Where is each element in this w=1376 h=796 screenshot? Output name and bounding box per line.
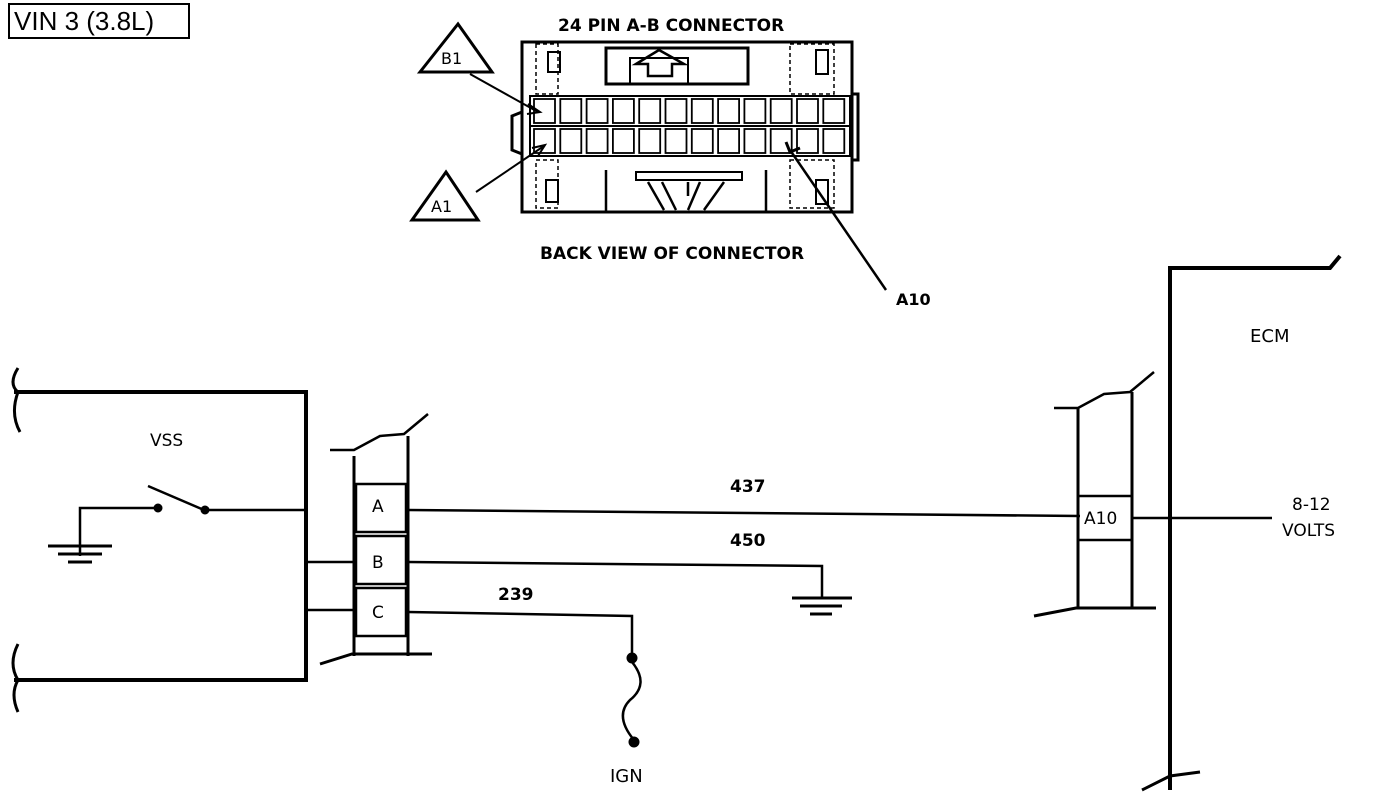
pin-cavity: [796, 128, 819, 154]
pin-cavity: [559, 128, 583, 154]
pin-cavity: [664, 128, 688, 154]
harness-connector: A B C: [319, 413, 432, 666]
pin-cavity: [559, 98, 583, 124]
ecm-voltage-line2: VOLTS: [1282, 521, 1335, 541]
ecm-connector: A10: [1033, 371, 1272, 618]
pin-cavity: [533, 98, 556, 124]
pin-cavity: [638, 98, 662, 124]
vin-label: VIN 3 (3.8L): [14, 6, 154, 36]
callout-a10-label: A10: [896, 290, 931, 309]
connector-caption: BACK VIEW OF CONNECTOR: [540, 244, 804, 264]
pin-cavity: [585, 128, 609, 154]
connector-title: 24 PIN A-B CONNECTOR: [558, 16, 784, 36]
wire-239-label: 239: [498, 585, 534, 605]
pin-cavity: [612, 98, 635, 124]
ign-label: IGN: [610, 766, 643, 787]
vss-sensor: VSS: [11, 367, 354, 713]
callout-a10: A10: [784, 141, 931, 309]
callout-a1-label: A1: [431, 197, 452, 216]
pin-b-label: B: [372, 553, 384, 573]
pin-cavity: [585, 98, 609, 124]
ecm-pin-a10-label: A10: [1084, 509, 1117, 529]
wire-450-label: 450: [730, 531, 766, 551]
ecm-label: ECM: [1250, 326, 1289, 347]
ecm-module: ECM 8-12 VOLTS: [1141, 254, 1342, 792]
pin-cavity: [638, 128, 662, 154]
pin-cavity: [769, 98, 793, 124]
wire-437: 437: [407, 477, 1081, 518]
pin-c-label: C: [372, 603, 384, 623]
pin-cavity: [743, 128, 767, 154]
pin-cavity: [822, 98, 846, 124]
pin-cavity: [690, 98, 714, 124]
wire-450: 450: [407, 531, 852, 616]
pin-cavity: [743, 98, 767, 124]
pin-cavity: [664, 98, 688, 124]
pin-grid: [533, 98, 846, 154]
callout-b1-label: B1: [441, 49, 462, 68]
callout-a1: A1: [409, 143, 548, 222]
vin-header: VIN 3 (3.8L): [8, 3, 190, 39]
pin-cavity: [533, 128, 556, 154]
wire-437-label: 437: [730, 477, 766, 497]
pin-cavity: [822, 128, 846, 154]
pin-cavity: [769, 128, 793, 154]
pin-cavity: [690, 128, 714, 154]
pin-a-label: A: [372, 497, 384, 517]
ecm-voltage-line1: 8-12: [1292, 495, 1331, 515]
callout-b1: B1: [416, 21, 543, 115]
pin-cavity: [717, 128, 740, 154]
connector-back-view: 24 PIN A-B CONNECTOR BACK VIEW OF CONNEC…: [510, 16, 860, 264]
pin-cavity: [796, 98, 819, 124]
pin-cavity: [717, 98, 740, 124]
pin-cavity: [612, 128, 635, 154]
wire-239: 239 IGN: [407, 585, 643, 787]
vss-label: VSS: [150, 431, 183, 451]
